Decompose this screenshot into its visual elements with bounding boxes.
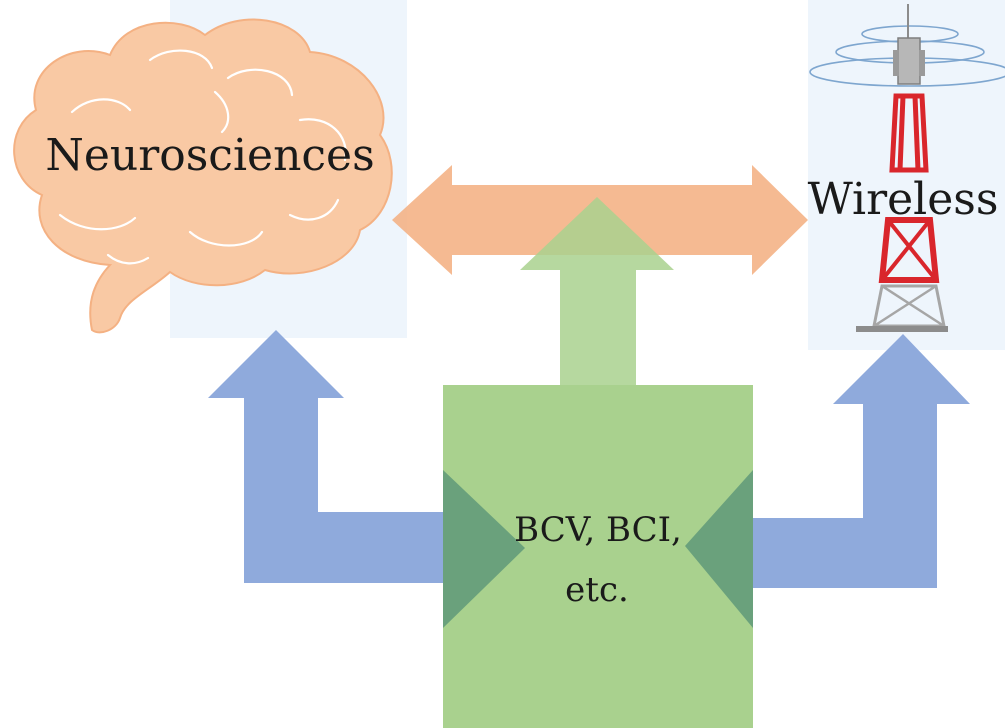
cell-tower-icon [809, 4, 1005, 332]
center-right-notch [685, 470, 753, 628]
green-up-arrow [520, 197, 674, 385]
blue-arrow-right [753, 334, 970, 588]
center-left-notch [443, 470, 525, 628]
wireless-label: Wireless [808, 174, 999, 225]
neurosciences-label: Neurosciences [45, 130, 374, 181]
center-label-line1: BCV, BCI, [514, 510, 682, 550]
blue-arrow-left [208, 330, 443, 583]
brain-icon [13, 18, 393, 334]
center-label-line2: etc. [565, 570, 629, 610]
